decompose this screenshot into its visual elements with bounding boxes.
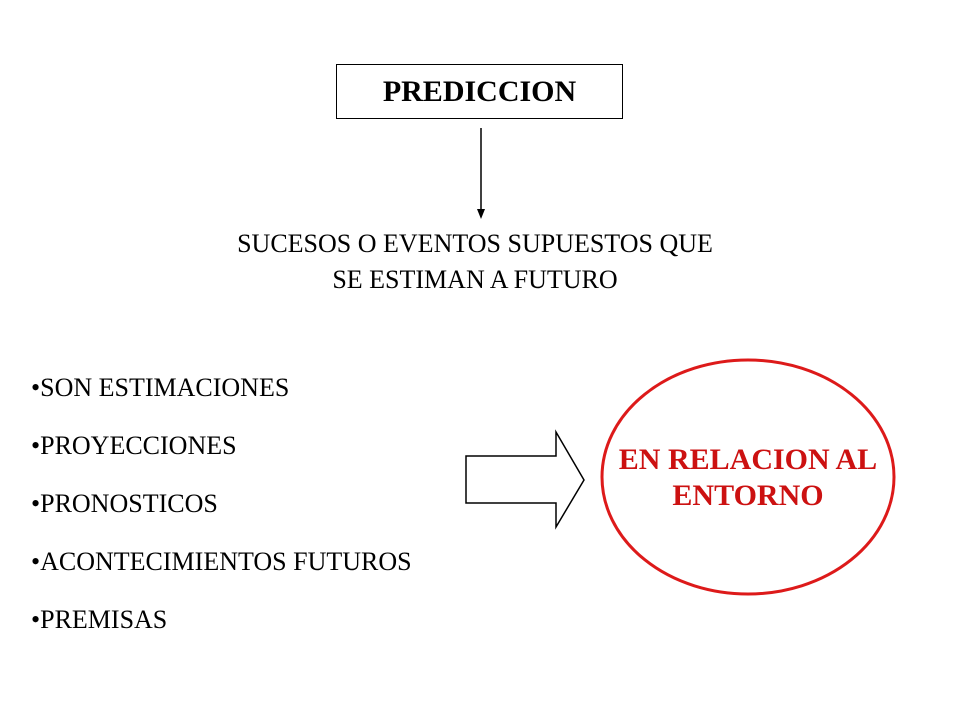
bullet-item: •SON ESTIMACIONES bbox=[31, 373, 290, 402]
definition-text: SUCESOS O EVENTOS SUPUESTOS QUE SE ESTIM… bbox=[150, 226, 800, 298]
bullet-list: •SON ESTIMACIONES •PROYECCIONES •PRONOST… bbox=[31, 368, 412, 658]
ellipse-line-1: EN RELACION AL bbox=[618, 443, 878, 476]
entorno-ellipse bbox=[600, 358, 896, 596]
bullet-item: •PRONOSTICOS bbox=[31, 489, 218, 518]
ellipse-line-2: ENTORNO bbox=[672, 479, 824, 512]
bullet-item: •ACONTECIMIENTOS FUTUROS bbox=[31, 547, 412, 576]
bullet-item: •PROYECCIONES bbox=[31, 431, 237, 460]
definition-line-2: SE ESTIMAN A FUTURO bbox=[332, 265, 618, 294]
diagram-title: PREDICCION bbox=[382, 74, 577, 108]
prediccion-box: PREDICCION bbox=[336, 64, 623, 119]
ellipse-label: EN RELACION AL ENTORNO bbox=[600, 442, 896, 514]
block-right-arrow bbox=[465, 429, 585, 530]
bullet-item: •PREMISAS bbox=[31, 605, 168, 634]
definition-line-1: SUCESOS O EVENTOS SUPUESTOS QUE bbox=[237, 229, 713, 258]
